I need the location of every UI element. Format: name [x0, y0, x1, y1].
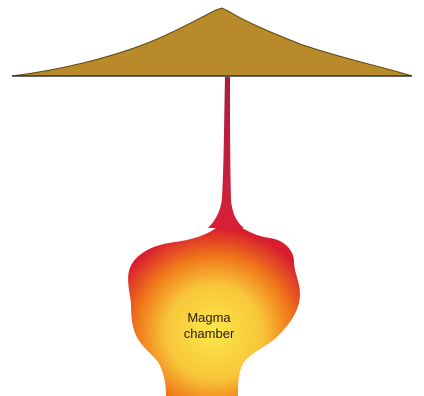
- magma-chamber-label: Magma: [187, 310, 231, 325]
- magma-conduit: [208, 77, 244, 228]
- magma-chamber-label: chamber: [184, 326, 235, 341]
- volcano-cone: [12, 8, 412, 76]
